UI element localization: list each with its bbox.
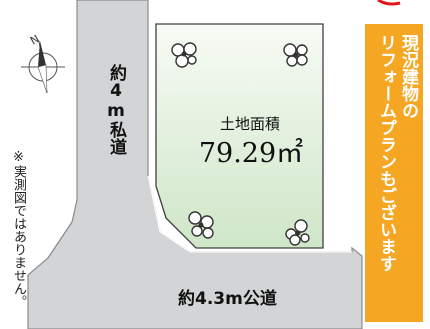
tree-icon bbox=[285, 219, 310, 246]
public-road-label: 約4.3m公道 bbox=[178, 289, 277, 309]
tree-icon bbox=[283, 43, 308, 67]
private-road-label: 約4m私道 bbox=[106, 64, 126, 155]
banner-line-1: 現況建物の bbox=[398, 34, 418, 119]
lot-area-value: 79.29㎡ bbox=[198, 138, 304, 169]
accent-curve bbox=[377, 0, 401, 6]
reform-plan-banner: 現況建物の リフォームプランもございます bbox=[365, 24, 423, 322]
banner-line-2: リフォームプランもございます bbox=[376, 34, 396, 272]
compass-icon: N bbox=[21, 32, 65, 94]
lot-shape bbox=[155, 23, 324, 249]
tree-icon bbox=[188, 211, 214, 239]
lot-setback-line bbox=[147, 175, 352, 253]
lot-area-title: 土地面積 bbox=[219, 115, 280, 133]
tree-icon bbox=[171, 42, 197, 68]
public-road-edge bbox=[47, 221, 73, 259]
disclaimer-note: ※実測図ではありません。 bbox=[11, 150, 26, 308]
